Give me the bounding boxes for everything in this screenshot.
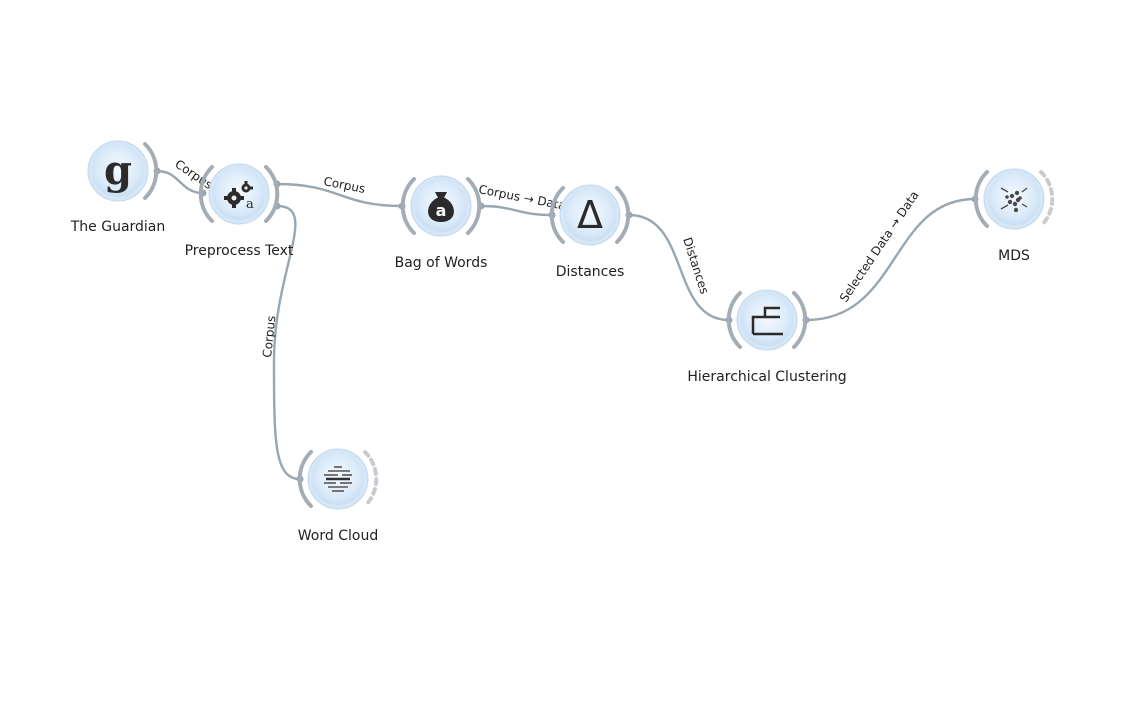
output-channel[interactable] bbox=[143, 142, 159, 200]
node-label: Word Cloud bbox=[298, 528, 378, 544]
input-channel[interactable] bbox=[549, 186, 565, 244]
bag-letter: a bbox=[436, 201, 447, 220]
input-channel[interactable] bbox=[400, 177, 416, 235]
scatter-points-icon bbox=[1000, 187, 1028, 213]
input-channel[interactable] bbox=[297, 450, 313, 508]
svg-text:a: a bbox=[246, 197, 254, 212]
link-preprocess-wordcloud[interactable] bbox=[272, 204, 301, 481]
node-label: Distances bbox=[556, 264, 625, 280]
node-mds[interactable]: MDS bbox=[973, 168, 1055, 264]
node-bag-of-words[interactable]: a Bag of Words bbox=[395, 175, 488, 271]
link-distances-hclust[interactable] bbox=[628, 213, 730, 322]
node-label: Bag of Words bbox=[395, 255, 488, 271]
link-label-distances-hclust: Distances bbox=[680, 236, 711, 296]
dendrogram-icon bbox=[751, 306, 783, 336]
delta-icon: Δ bbox=[577, 193, 603, 237]
output-channel[interactable] bbox=[792, 291, 808, 349]
node-label: Hierarchical Clustering bbox=[687, 369, 846, 385]
link-preprocess-bow[interactable] bbox=[276, 182, 403, 208]
node-distances[interactable]: Δ Distances bbox=[549, 184, 631, 280]
guardian-g-icon: g bbox=[104, 147, 132, 194]
link-label-preprocess-bow: Corpus bbox=[322, 174, 366, 196]
link-label-preprocess-wordcloud: Corpus bbox=[260, 315, 278, 358]
input-channel[interactable] bbox=[726, 291, 742, 349]
node-label: The Guardian bbox=[70, 219, 166, 235]
word-cloud-icon bbox=[324, 466, 352, 492]
node-label: Preprocess Text bbox=[185, 243, 294, 259]
output-channel[interactable] bbox=[1039, 170, 1055, 228]
money-bag-icon: a bbox=[428, 192, 454, 222]
node-word-cloud[interactable]: Word Cloud bbox=[297, 448, 379, 544]
output-channel[interactable] bbox=[363, 450, 379, 508]
link-label-hclust-mds: Selected Data → Data bbox=[837, 188, 922, 304]
output-channel[interactable] bbox=[264, 165, 280, 223]
node-label: MDS bbox=[998, 248, 1030, 264]
node-hierarchical-clustering[interactable]: Hierarchical Clustering bbox=[687, 289, 847, 385]
link-label-guardian-preprocess: Corpus bbox=[172, 157, 215, 192]
output-channel[interactable] bbox=[466, 177, 482, 235]
link-bow-distances[interactable] bbox=[480, 204, 553, 217]
output-channel[interactable] bbox=[615, 186, 631, 244]
input-channel[interactable] bbox=[973, 170, 989, 228]
node-preprocess-text[interactable]: a Preprocess Text bbox=[185, 163, 294, 259]
gears-icon: a bbox=[224, 181, 254, 212]
link-hclust-mds[interactable] bbox=[805, 197, 976, 322]
input-channel[interactable] bbox=[198, 165, 214, 223]
node-the-guardian[interactable]: g The Guardian bbox=[70, 140, 166, 235]
link-guardian-preprocess[interactable] bbox=[156, 169, 204, 195]
